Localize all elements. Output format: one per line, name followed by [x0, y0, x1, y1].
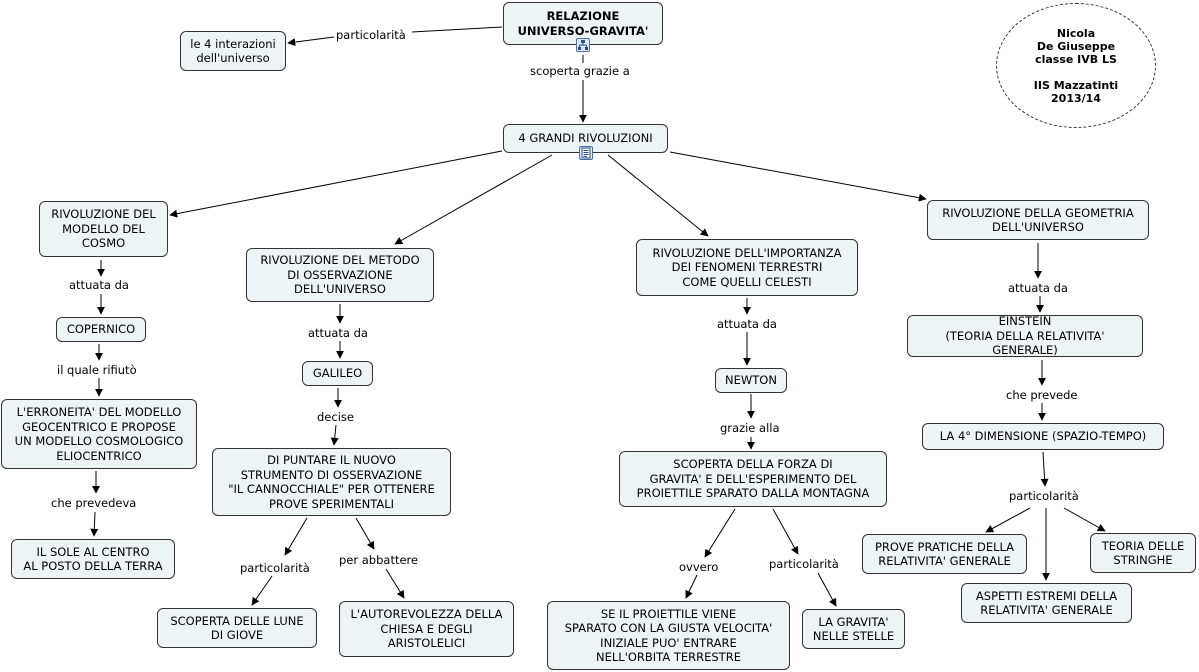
label-grazie-alla[interactable]: grazie alla	[718, 421, 782, 435]
document-icon[interactable]	[579, 146, 593, 160]
label-prevede[interactable]: che prevede	[1004, 388, 1080, 402]
link-particolarita-lune	[251, 575, 273, 606]
link-cannocchiale-particolarita	[284, 517, 308, 556]
node-aspetti[interactable]: ASPETTI ESTREMI DELLA RELATIVITA' GENERA…	[961, 583, 1132, 623]
link-particolarita-stringhe	[1063, 507, 1106, 532]
label-attuata-metodo[interactable]: attuata da	[306, 326, 370, 340]
node-prove[interactable]: PROVE PRATICHE DELLA RELATIVITA' GENERAL…	[862, 534, 1027, 574]
node-autorevolezza[interactable]: L'AUTOREVOLEZZA DELLA CHIESA E DEGLI ARI…	[339, 601, 514, 657]
author-info-ellipse[interactable]: Nicola De Giuseppe classe IVB LS IIS Maz…	[996, 3, 1156, 128]
link-rivoluzioni-metodo	[394, 154, 553, 245]
label-ovvero[interactable]: ovvero	[677, 560, 721, 574]
label-rifiuto[interactable]: il quale rifiutò	[55, 363, 139, 377]
link-rivoluzioni-cosmo	[169, 150, 503, 218]
label-attuata-cosmo[interactable]: attuata da	[67, 278, 131, 292]
node-riv-cosmo[interactable]: RIVOLUZIONE DEL MODELLO DEL COSMO	[39, 201, 168, 257]
node-riv-fenomeni[interactable]: RIVOLUZIONE DELL'IMPORTANZA DEI FENOMENI…	[636, 239, 858, 296]
node-interazioni[interactable]: le 4 interazioni dell'universo	[180, 31, 286, 71]
link-ovvero-proiettile	[685, 574, 698, 599]
node-copernico[interactable]: COPERNICO	[56, 317, 146, 342]
link-particolarita-prove	[985, 507, 1031, 533]
label-prevedeva[interactable]: che prevedeva	[49, 496, 139, 510]
label-attuata-geometria[interactable]: attuata da	[1006, 281, 1070, 295]
node-forza[interactable]: SCOPERTA DELLA FORZA DI GRAVITA' E DELL'…	[619, 451, 887, 507]
node-lune[interactable]: SCOPERTA DELLE LUNE DI GIOVE	[157, 608, 317, 648]
node-proiettile[interactable]: SE IL PROIETTILE VIENE SPARATO CON LA GI…	[547, 601, 790, 670]
node-einstein[interactable]: EINSTEIN (TEORIA DELLA RELATIVITA' GENER…	[907, 314, 1143, 357]
link-rivoluzioni-geometria	[669, 151, 927, 202]
node-newton[interactable]: NEWTON	[715, 368, 787, 393]
node-stringhe[interactable]: TEORIA DELLE STRINGHE	[1090, 533, 1196, 573]
label-decise[interactable]: decise	[315, 410, 356, 424]
link-root-particolarita	[411, 26, 503, 33]
link-dimensione-particolarita	[1040, 451, 1049, 487]
label-particolarita-root[interactable]: particolarità	[334, 28, 408, 42]
node-riv-geometria[interactable]: RIVOLUZIONE DELLA GEOMETRIA DELL'UNIVERS…	[927, 200, 1149, 240]
link-particolarita-stelle	[817, 572, 837, 607]
link-abbattere-autorevolezza	[385, 568, 405, 599]
hierarchy-icon[interactable]	[576, 38, 590, 52]
link-forza-ovvero	[704, 508, 736, 558]
node-riv-metodo[interactable]: RIVOLUZIONE DEL METODO DI OSSERVAZIONE D…	[246, 248, 434, 302]
node-erroneita[interactable]: L'ERRONEITA' DEL MODELLO GEOCENTRICO E P…	[1, 399, 197, 469]
label-attuata-fenomeni[interactable]: attuata da	[715, 317, 779, 331]
node-sole[interactable]: IL SOLE AL CENTRO AL POSTO DELLA TERRA	[11, 539, 175, 579]
label-particolarita-einstein[interactable]: particolarità	[1007, 489, 1081, 503]
node-stelle[interactable]: LA GRAVITA' NELLE STELLE	[802, 609, 905, 649]
link-cannocchiale-abbattere	[355, 517, 375, 550]
link-rivoluzioni-fenomeni	[607, 154, 709, 237]
node-root[interactable]: RELAZIONE UNIVERSO-GRAVITA'	[503, 2, 663, 45]
link-particolarita-interazioni	[287, 36, 335, 47]
label-particolarita-galileo[interactable]: particolarità	[238, 561, 312, 575]
label-scoperta-grazie[interactable]: scoperta grazie a	[528, 64, 632, 78]
label-particolarita-newton[interactable]: particolarità	[767, 557, 841, 571]
node-cannocchiale[interactable]: DI PUNTARE IL NUOVO STRUMENTO DI OSSERVA…	[212, 448, 451, 516]
node-dimensione[interactable]: LA 4° DIMENSIONE (SPAZIO-TEMPO)	[922, 423, 1164, 450]
node-galileo[interactable]: GALILEO	[302, 361, 373, 386]
link-decise-cannocchiale	[330, 424, 339, 446]
link-forza-particolarita	[772, 508, 799, 555]
label-abbattere[interactable]: per abbattere	[337, 553, 421, 567]
link-prevedeva-sole	[90, 511, 99, 537]
